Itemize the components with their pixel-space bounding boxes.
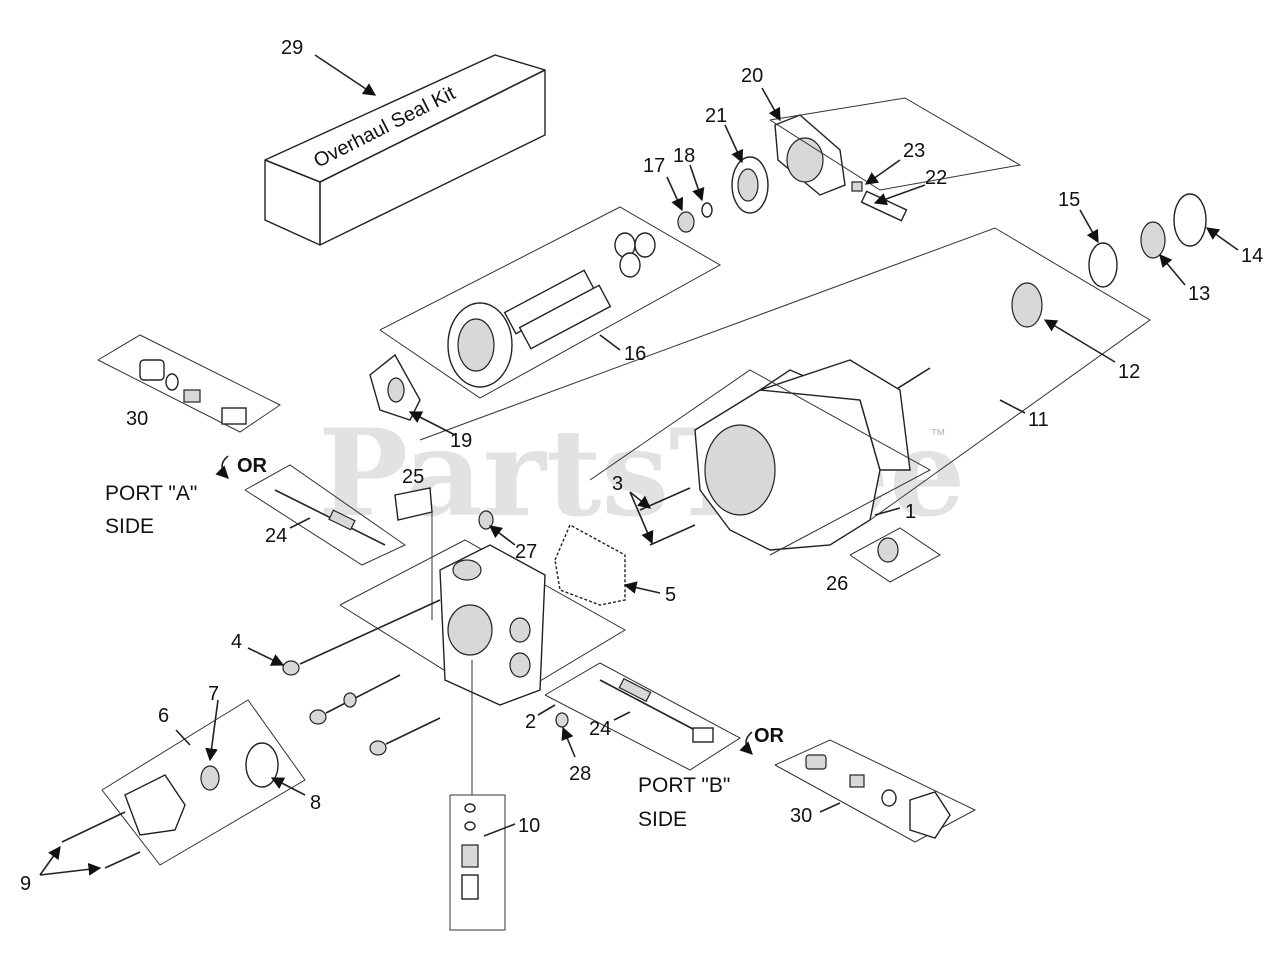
callout-10: 10 [518, 815, 540, 837]
part-19-plate [369, 353, 421, 421]
callout-3: 3 [612, 473, 623, 495]
callout-12: 12 [1118, 361, 1140, 383]
callout-1: 1 [905, 501, 916, 523]
callout-23: 23 [903, 140, 925, 162]
part-30-check-valve-upper [97, 334, 281, 433]
part-24-relief-valve-upper [244, 464, 406, 566]
part-17-bearing [677, 211, 695, 233]
callout-30-lower: 30 [790, 805, 812, 827]
center-section [339, 539, 626, 706]
callout-25: 25 [402, 466, 424, 488]
callout-27: 27 [515, 541, 537, 563]
part-22-pin [860, 190, 908, 222]
part-1-housing [694, 359, 911, 551]
callout-29: 29 [281, 37, 303, 59]
callout-4: 4 [231, 631, 242, 653]
callout-24-lower: 24 [589, 718, 611, 740]
part-16-cylinder-block [379, 206, 722, 399]
callout-labels: 29 20 21 17 18 23 22 15 14 13 12 16 11 3… [20, 37, 1263, 895]
port-a-side-label: SIDE [105, 515, 154, 538]
port-b-label: PORT "B" [638, 774, 730, 797]
part-18-ring [701, 202, 713, 218]
or-label-upper: OR [237, 455, 268, 477]
callout-28: 28 [569, 763, 591, 785]
leader-lines [39, 54, 1239, 876]
port-b-side-label: SIDE [638, 808, 687, 831]
callout-15: 15 [1058, 189, 1080, 211]
callout-24-upper: 24 [265, 525, 287, 547]
part-15-ring [1088, 242, 1118, 288]
or-label-lower: OR [754, 725, 785, 747]
part-5-gasket [554, 524, 626, 606]
part-10-charge-relief [449, 660, 506, 931]
callout-30-upper: 30 [126, 408, 148, 430]
callout-13: 13 [1188, 283, 1210, 305]
callout-16: 16 [624, 343, 646, 365]
part-6-cover [61, 699, 306, 869]
part-23-nut [851, 181, 863, 192]
part-28-plug [555, 712, 569, 728]
callout-14: 14 [1241, 245, 1263, 267]
port-a-label: PORT "A" [105, 482, 197, 505]
part-30-check-valve-lower [774, 739, 977, 843]
part-27-plug [478, 510, 494, 530]
callout-2: 2 [525, 711, 536, 733]
callout-19: 19 [450, 430, 472, 452]
callout-21: 21 [705, 105, 727, 127]
callout-26: 26 [826, 573, 848, 595]
part-24-relief-valve-lower [544, 662, 741, 771]
callout-22: 22 [925, 167, 947, 189]
callout-6: 6 [158, 705, 169, 727]
callout-5: 5 [665, 584, 676, 606]
part-14-cover [1173, 193, 1207, 247]
part-12-bearing [1011, 282, 1043, 328]
trademark-mark: ™ [930, 427, 946, 444]
part-3-pin-b [649, 524, 696, 546]
callout-11: 11 [1028, 409, 1049, 431]
callout-17: 17 [643, 155, 665, 177]
part-21-seal [731, 156, 769, 214]
or-symbol-lower: OR [739, 725, 785, 755]
part-20-flange [774, 114, 846, 196]
overhaul-seal-kit-box: Overhaul Seal Kit [264, 54, 546, 246]
part-26-bearing [849, 527, 941, 583]
or-symbol-upper: OR [215, 455, 268, 479]
callout-8: 8 [310, 792, 321, 814]
callout-18: 18 [673, 145, 695, 167]
callout-7: 7 [208, 683, 219, 705]
callout-9: 9 [20, 873, 31, 895]
part-13-bearing [1140, 221, 1166, 259]
callout-20: 20 [741, 65, 763, 87]
part-4-bolts [282, 599, 441, 756]
